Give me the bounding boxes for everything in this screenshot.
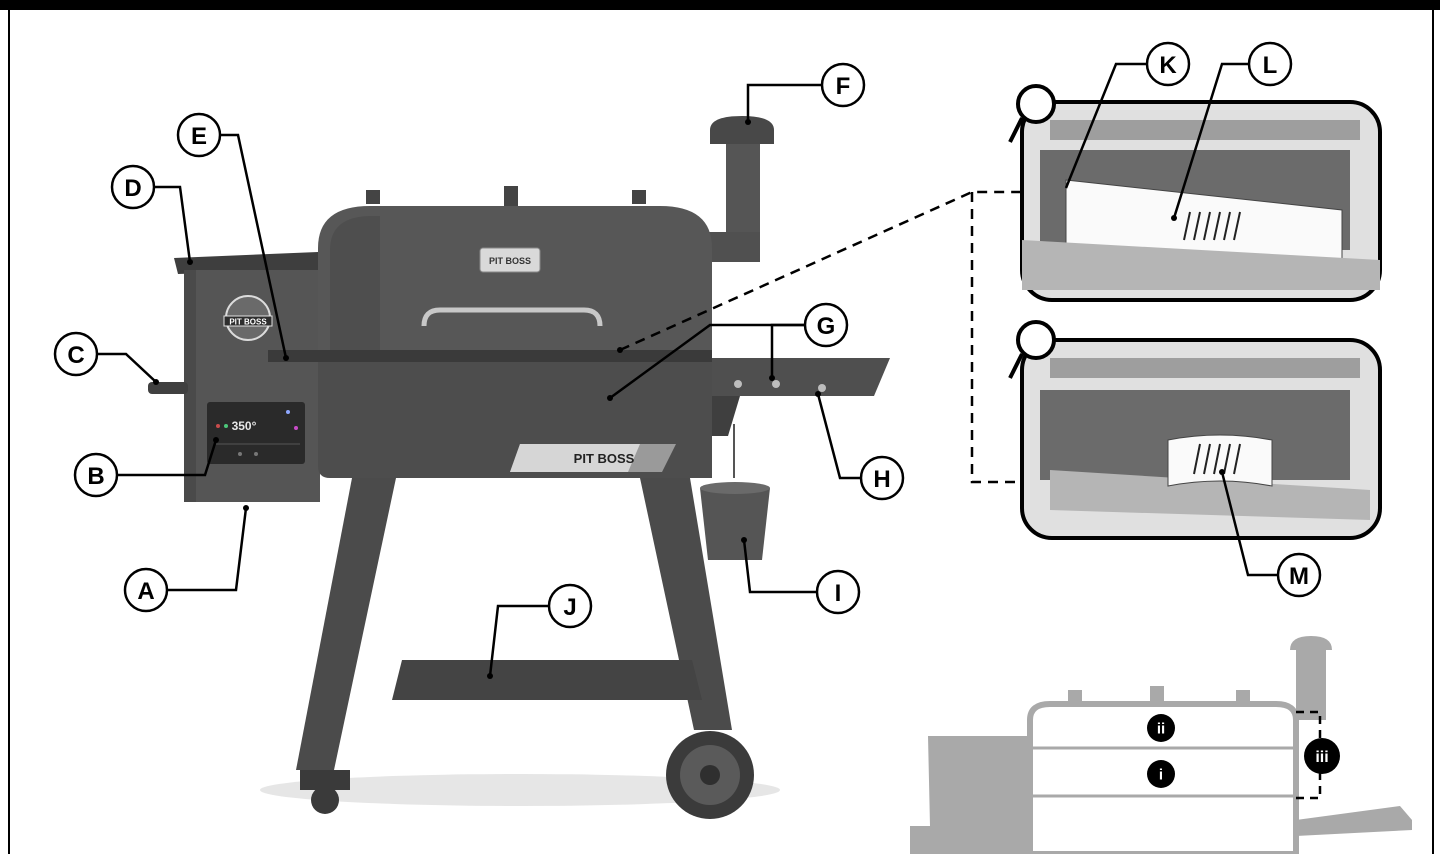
callout-G: G [803, 302, 849, 348]
rack-level-diagram: ii i iii [910, 636, 1412, 854]
callout-A: A [123, 567, 169, 613]
callout-D: D [110, 164, 156, 210]
rack-level-lower-badge: i [1147, 760, 1175, 788]
callout-L-letter: L [1263, 52, 1278, 79]
grill-barrel: PIT BOSS PIT BOSS [318, 186, 712, 478]
callout-B: B [73, 452, 119, 498]
hopper-brand: PIT BOSS [229, 318, 267, 327]
callout-I: I [815, 569, 861, 615]
magnifier-icon [1016, 320, 1056, 360]
callout-J-letter: J [563, 594, 576, 621]
hopper-handle [148, 382, 188, 394]
callout-H-letter: H [873, 466, 890, 493]
callout-M-letter: M [1289, 563, 1309, 590]
control-panel [207, 402, 305, 464]
pellet-hopper: PIT BOSS 350° [148, 252, 320, 502]
lid-logo-icon [479, 247, 541, 273]
leader-lines [97, 62, 1278, 677]
grill-cart [296, 478, 754, 819]
rack-level-upper: ii [1157, 721, 1165, 738]
rack-height-badge: iii [1304, 738, 1340, 774]
callout-D-letter: D [124, 175, 141, 202]
callout-M: M [1276, 552, 1322, 598]
front-brand: PIT BOSS [574, 451, 635, 466]
grill-illustration: PIT BOSS 350° [148, 116, 890, 819]
callout-E: E [176, 112, 222, 158]
lid-handle [421, 307, 603, 327]
callout-A-letter: A [137, 578, 154, 605]
callout-J: J [547, 583, 593, 629]
callout-K: K [1145, 41, 1191, 87]
callout-K-letter: K [1159, 52, 1177, 79]
callout-F-letter: F [836, 73, 851, 100]
callout-E-letter: E [191, 123, 207, 150]
display-temp: 350° [232, 419, 257, 433]
inset-lower [1008, 320, 1382, 540]
callout-H: H [859, 455, 905, 501]
right-border [1432, 10, 1434, 854]
leader-dots [153, 119, 1225, 679]
rack-level-upper-badge: ii [1147, 714, 1175, 742]
rack-height: iii [1315, 749, 1328, 766]
callout-I-letter: I [835, 580, 842, 607]
grease-bucket [700, 424, 770, 560]
callout-F: F [820, 62, 866, 108]
side-shelf [712, 358, 890, 436]
inset-upper [1008, 84, 1382, 302]
magnifier-icon [1016, 84, 1056, 124]
inset-connector [619, 190, 1022, 484]
hopper-pipe [268, 350, 320, 362]
callout-C-letter: C [67, 342, 84, 369]
callout-L: L [1247, 41, 1293, 87]
callout-C: C [53, 331, 99, 377]
top-border [0, 0, 1440, 10]
left-border [8, 10, 10, 854]
rack-level-lower: i [1159, 767, 1163, 784]
callout-G-letter: G [817, 313, 836, 340]
lid-brand: PIT BOSS [489, 256, 531, 266]
callout-B-letter: B [87, 463, 104, 490]
